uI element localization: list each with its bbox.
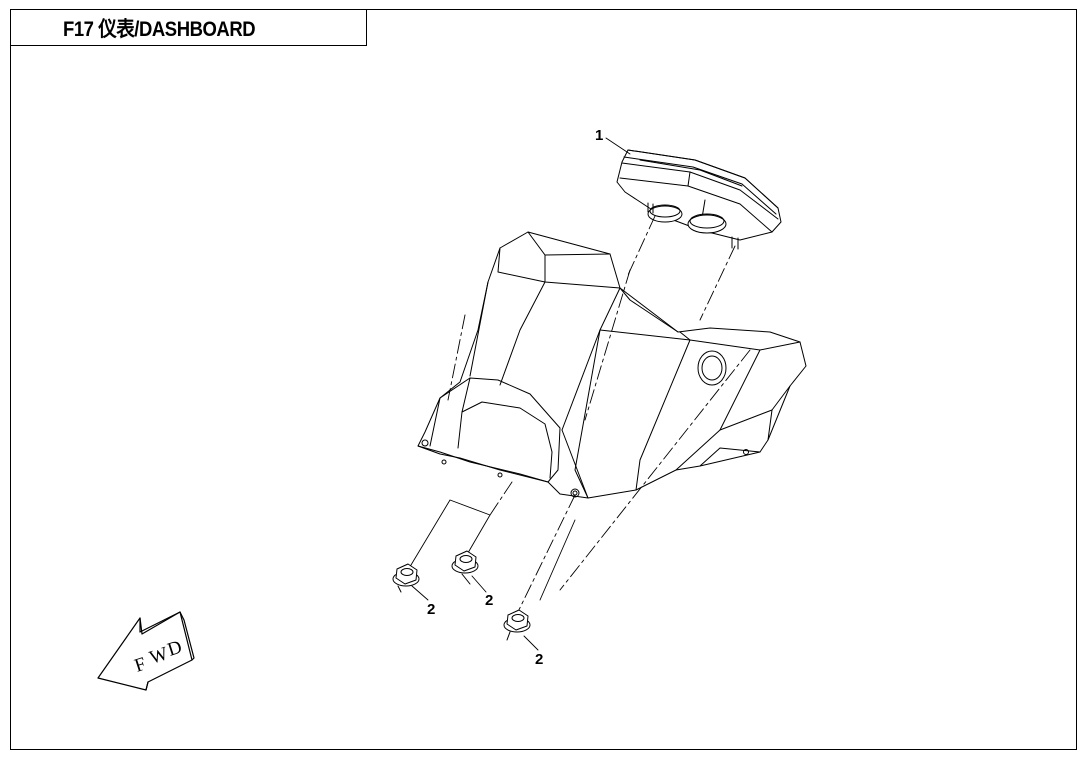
title-block: F17 仪表/DASHBOARD: [10, 9, 367, 46]
assembly-lines: [447, 215, 751, 619]
drawing-frame: [10, 9, 1077, 750]
fwd-arrow-icon: [97, 611, 195, 691]
callout-2-middle: 2: [485, 592, 493, 609]
instrument-cluster: [616, 149, 782, 250]
fwd-letter-d: D: [165, 637, 185, 661]
callout-2-left: 2: [427, 601, 435, 618]
fwd-letter-w: W: [147, 643, 171, 669]
dashboard-cover: [417, 231, 807, 499]
callout-2-right: 2: [535, 651, 543, 668]
assembly-offset-lines: [404, 499, 576, 601]
callout-1: 1: [595, 127, 603, 144]
leader-lines: [411, 137, 631, 651]
page-title: F17 仪表/DASHBOARD: [63, 17, 256, 41]
flange-nut-right: [503, 609, 531, 641]
flange-nut-left: [392, 563, 420, 593]
flange-nut-middle: [451, 550, 479, 585]
